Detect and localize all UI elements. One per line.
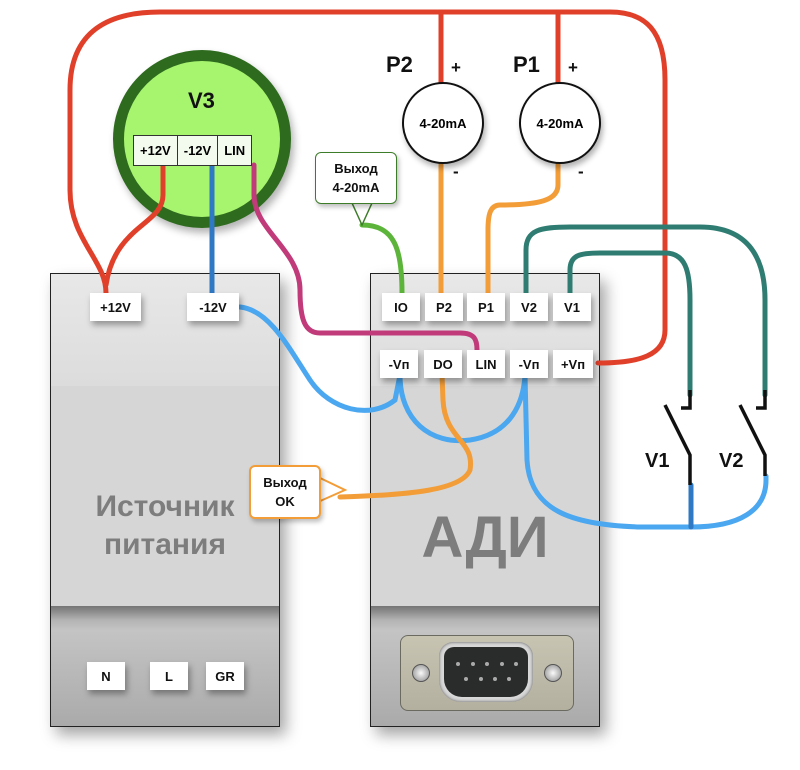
switch-v1-label: V1	[645, 450, 670, 472]
adi-terminal-minus-vp-2[interactable]: -Vп	[510, 350, 548, 378]
sensor-p2-name: P2	[386, 52, 413, 77]
v3-terminal-minus12v[interactable]: -12V	[178, 136, 219, 165]
v3-title: V3	[188, 88, 215, 113]
callout-output-ok-line1: Выход	[263, 475, 307, 490]
adi-title: АДИ	[421, 505, 549, 570]
db9-screw-right	[544, 664, 562, 682]
adi-terminal-v2[interactable]: V2	[510, 293, 548, 321]
adi-terminal-do[interactable]: DO	[424, 350, 462, 378]
adi-terminal-io[interactable]: IO	[382, 293, 420, 321]
power-supply-top-section	[51, 274, 279, 386]
switch-v1-blade	[663, 404, 692, 485]
adi-terminal-minus-vp-1[interactable]: -Vп	[380, 350, 418, 378]
callout-output-current-line1: Выход	[334, 161, 378, 176]
sensor-p2-minus: -	[453, 162, 459, 181]
adi-terminal-p1[interactable]: P1	[467, 293, 505, 321]
sensor-p2-type: 4-20mA	[419, 115, 467, 131]
v3-terminal-plus12v[interactable]: +12V	[134, 136, 178, 165]
adi-terminal-v1[interactable]: V1	[553, 293, 591, 321]
power-supply-title: Источник питания	[60, 488, 270, 564]
callout-output-current-line2: 4-20mA	[332, 180, 380, 195]
switch-v2-label: V2	[719, 450, 744, 472]
adi-terminal-p2[interactable]: P2	[425, 293, 463, 321]
sensor-p2: 4-20mA	[402, 82, 484, 164]
sensor-p2-plus: +	[451, 58, 461, 77]
power-supply-title-line2: питания	[103, 528, 226, 561]
adi-terminal-lin[interactable]: LIN	[467, 350, 505, 378]
adi-middle-section	[371, 386, 599, 606]
sensor-p1-type: 4-20mA	[536, 115, 584, 131]
psu-terminal-plus12v[interactable]: +12V	[90, 293, 141, 321]
db9-screw-left	[412, 664, 430, 682]
callout-output-ok-line2: OK	[275, 494, 295, 509]
callout-output-current: Выход 4-20mA	[315, 152, 397, 204]
v3-terminal-strip: +12V -12V LIN	[133, 135, 253, 166]
db9-shell	[439, 642, 533, 702]
power-supply-middle-section	[51, 386, 279, 606]
switch-v2-blade	[738, 404, 767, 476]
sensor-p1-name: P1	[513, 52, 540, 77]
switch-v2-contact	[756, 390, 767, 410]
switch-v1-contact	[681, 390, 692, 410]
psu-terminal-minus12v[interactable]: -12V	[187, 293, 239, 321]
callout-ok-tail	[317, 476, 348, 503]
sensor-p1-plus: +	[568, 58, 578, 77]
db9-pin-face	[444, 647, 528, 697]
sensor-p1: 4-20mA	[519, 82, 601, 164]
adi-terminal-plus-vp[interactable]: +Vп	[553, 350, 593, 378]
callout-current-tail	[351, 202, 373, 227]
sensor-p1-minus: -	[578, 162, 584, 181]
psu-terminal-l[interactable]: L	[150, 662, 188, 690]
psu-terminal-n[interactable]: N	[87, 662, 125, 690]
db9-connector[interactable]	[400, 635, 574, 711]
psu-terminal-gr[interactable]: GR	[206, 662, 244, 690]
power-supply-title-line1: Источник	[95, 490, 235, 523]
callout-output-ok: Выход OK	[249, 465, 321, 519]
v3-terminal-lin[interactable]: LIN	[224, 143, 246, 158]
